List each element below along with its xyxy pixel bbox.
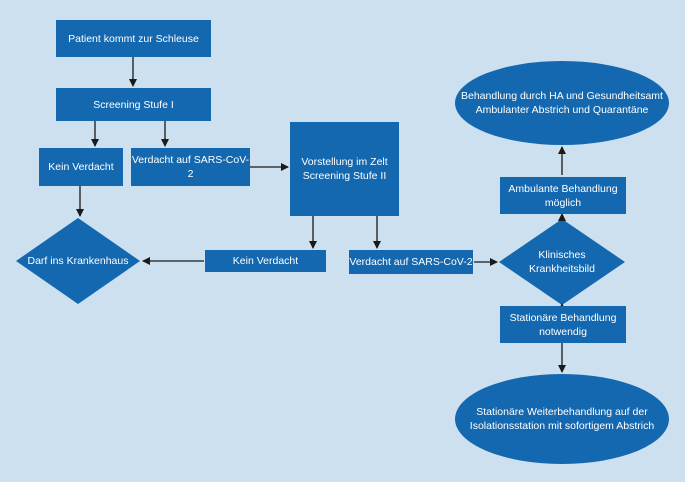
tent-screening-2-node: Vorstellung im Zelt Screening Stufe II <box>290 122 399 216</box>
gp-health-office-label: Behandlung durch HA und Gesundheitsamt A… <box>461 90 663 116</box>
no-suspicion-2-node: Kein Verdacht <box>205 250 326 272</box>
screening-stage-1-node: Screening Stufe I <box>56 88 211 121</box>
suspicion-2-node: Verdacht auf SARS-CoV-2 <box>349 250 473 274</box>
isolation-ward-label: Stationäre Weiterbehandlung auf der Isol… <box>469 406 655 432</box>
hospital-allowed-diamond <box>16 218 140 304</box>
outpatient-possible-node: Ambulante Behandlung möglich <box>500 177 626 214</box>
gp-health-office-ellipse <box>455 61 669 145</box>
patient-arrives-node: Patient kommt zur Schleuse <box>56 20 211 57</box>
clinical-picture-diamond <box>499 219 625 305</box>
no-suspicion-1-node: Kein Verdacht <box>39 148 123 186</box>
clinical-picture-label: Klinisches Krankheitsbild <box>529 249 595 275</box>
inpatient-required-node: Stationäre Behandlung notwendig <box>500 306 626 343</box>
isolation-ward-ellipse <box>455 374 669 464</box>
suspicion-1-node: Verdacht auf SARS-CoV-2 <box>131 148 250 186</box>
hospital-allowed-label: Darf ins Krankenhaus <box>27 255 129 267</box>
